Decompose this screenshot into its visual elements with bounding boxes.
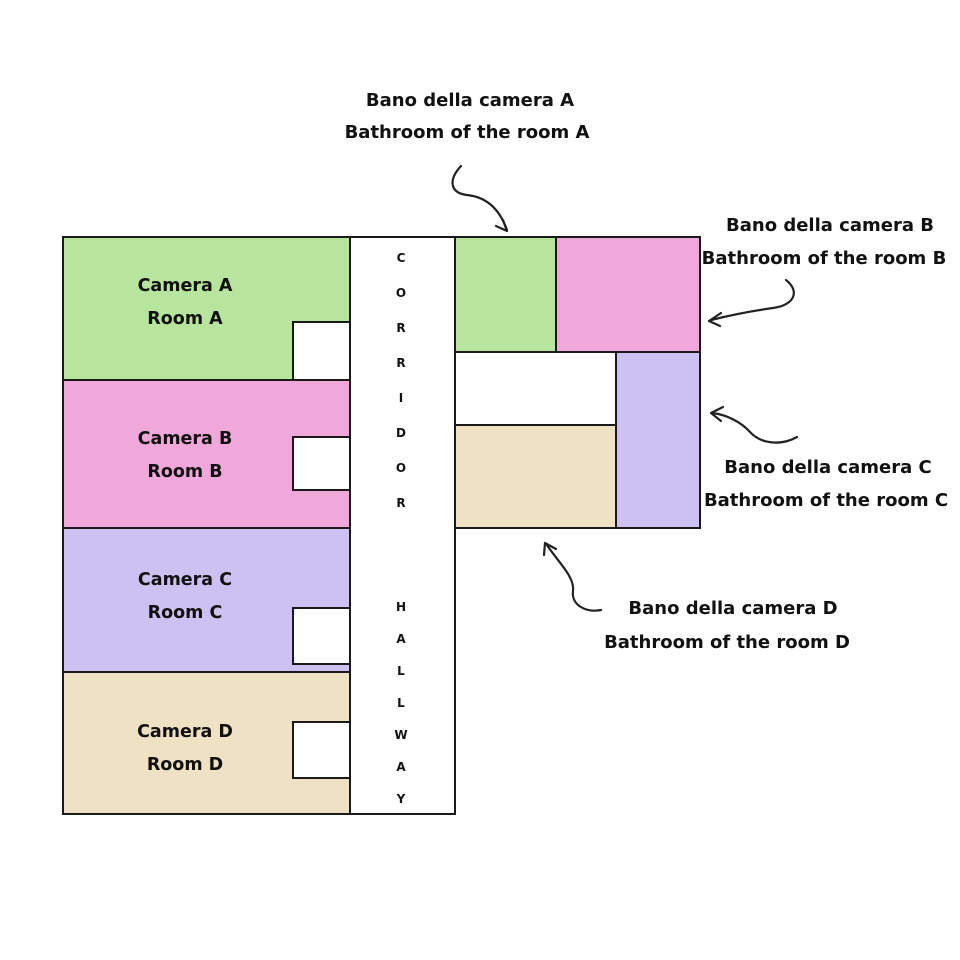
room-a-label-line2: Room A: [147, 309, 223, 329]
corridor-letter-4: R: [396, 356, 405, 370]
bathroom-b-note-line1: Bano della camera B: [726, 215, 934, 236]
hallway-letter-2: A: [396, 632, 406, 646]
room-d-label-line1: Camera D: [137, 722, 233, 742]
bathroom-d-note-line1: Bano della camera D: [628, 598, 837, 619]
corridor-letter-5: I: [399, 391, 403, 405]
bathroom-a-note-line1: Bano della camera A: [366, 90, 574, 111]
room-b-shape: [62, 379, 351, 529]
room-c-label-line2: Room C: [148, 603, 223, 623]
room-b-label-line1: Camera B: [138, 429, 233, 449]
arrow-to-bathroom-b: [707, 278, 795, 328]
bathroom-c-shape: [615, 351, 701, 529]
hallway-letter-5: W: [394, 728, 407, 742]
room-a-label-line1: Camera A: [138, 276, 233, 296]
hallway-letter-6: A: [396, 760, 406, 774]
bathroom-d-note-line2: Bathroom of the room D: [604, 632, 850, 653]
room-c-label-line1: Camera C: [138, 570, 232, 590]
corridor-shape: [349, 236, 456, 815]
bathroom-c-note-line2: Bathroom of the room C: [704, 490, 948, 511]
bathroom-a-shape: [454, 236, 557, 353]
room-d-label-line2: Room D: [147, 755, 223, 775]
hallway-letter-1: H: [396, 600, 406, 614]
corridor-letter-2: O: [396, 286, 406, 300]
corridor-letter-8: R: [396, 496, 405, 510]
arrow-to-bathroom-d: [542, 541, 603, 612]
corridor-letter-7: O: [396, 461, 406, 475]
bathroom-c-note-line1: Bano della camera C: [724, 457, 931, 478]
bathroom-d-shape: [454, 424, 617, 529]
room-c-shape: [62, 527, 351, 673]
hallway-letter-4: L: [397, 696, 405, 710]
arrow-to-bathroom-c: [709, 405, 799, 444]
bathroom-a-note-line2: Bathroom of the room A: [345, 122, 590, 143]
bathroom-b-shape: [555, 236, 701, 353]
room-b-label-line2: Room B: [147, 462, 222, 482]
corridor-letter-6: D: [396, 426, 406, 440]
hallway-letter-7: Y: [396, 792, 406, 806]
room-d-shape: [62, 671, 351, 815]
arrow-to-bathroom-a: [451, 164, 509, 233]
bathroom-b-note-line2: Bathroom of the room B: [702, 248, 947, 269]
hallway-letter-3: L: [397, 664, 405, 678]
corridor-letter-1: C: [397, 251, 406, 265]
corridor-letter-3: R: [396, 321, 405, 335]
